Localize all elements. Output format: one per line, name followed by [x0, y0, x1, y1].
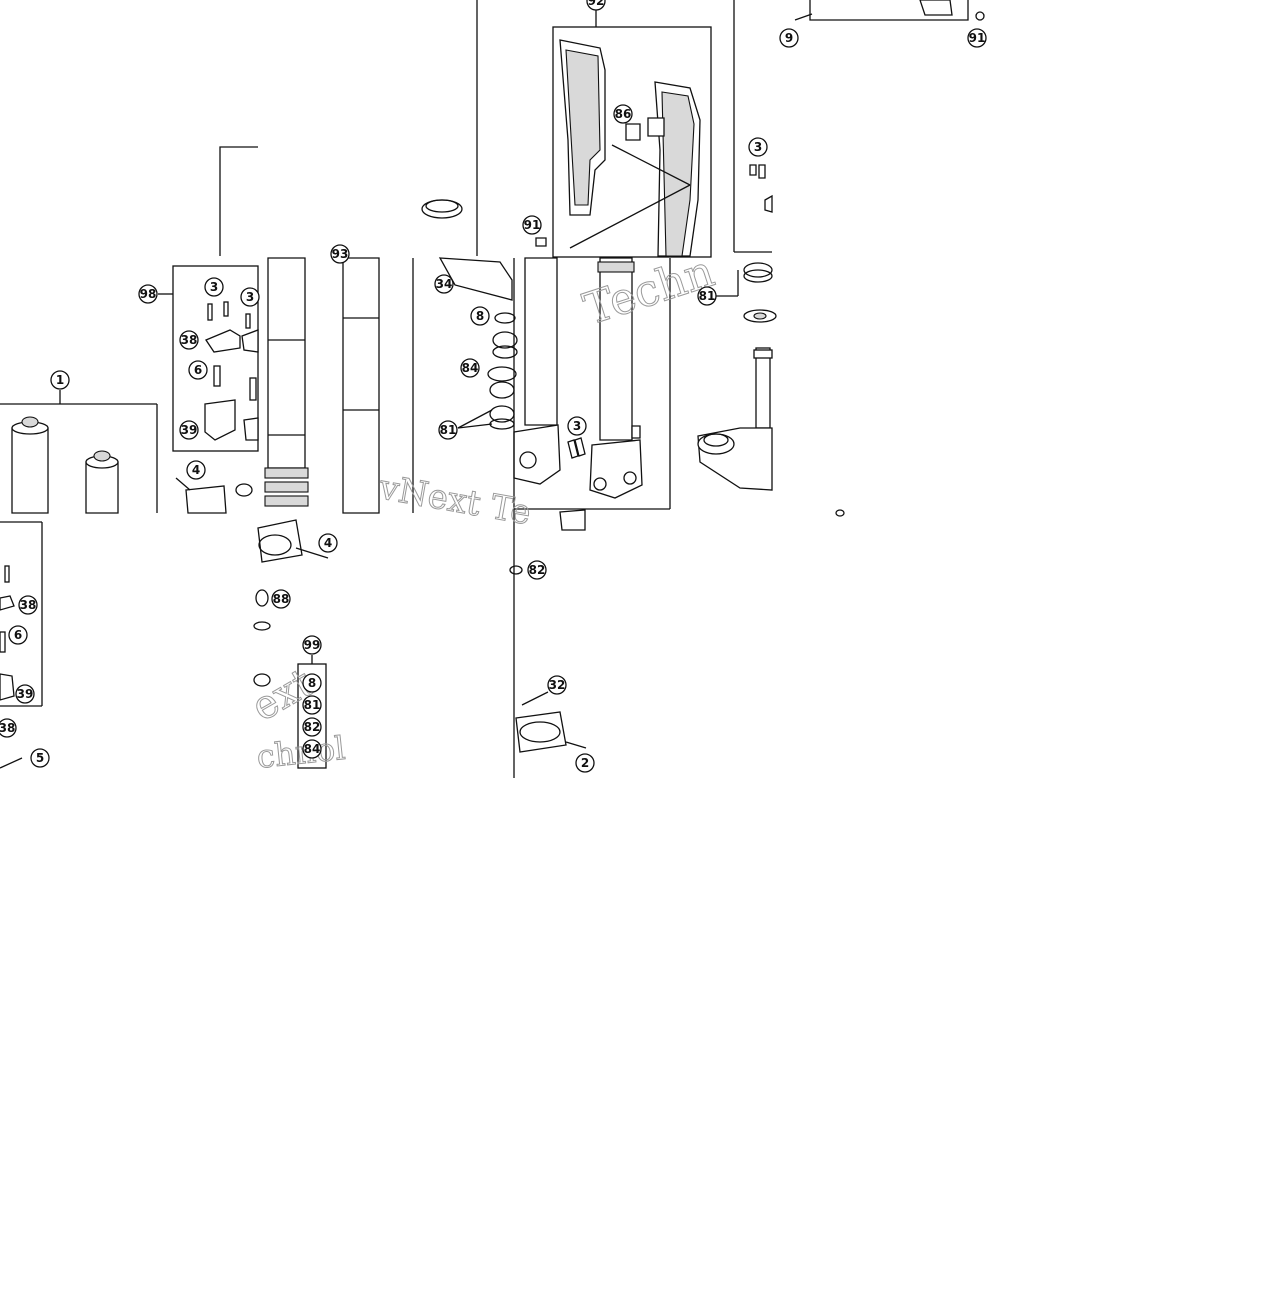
fork-guard-panel [476, 0, 712, 258]
svg-text:84: 84 [462, 361, 479, 375]
callout-32: 32 [547, 675, 567, 695]
svg-text:91: 91 [524, 218, 541, 232]
callout-38: 38 [179, 330, 199, 350]
svg-text:6: 6 [14, 628, 22, 642]
clamp-kit-panel [158, 146, 259, 452]
callout-82: 82 [527, 560, 547, 580]
svg-text:82: 82 [304, 720, 321, 734]
svg-text:88: 88 [273, 592, 290, 606]
seal-rings-stack [457, 312, 518, 430]
lower-clamp-kit-panel [0, 521, 43, 769]
watermark-text-1: vNext Te [375, 467, 533, 533]
svg-text:84: 84 [304, 742, 321, 756]
callout-91: 91 [522, 215, 542, 235]
callout-3: 3 [240, 287, 260, 307]
callout-84: 84 [302, 739, 322, 759]
callout-86: 86 [613, 104, 633, 124]
callout-3: 3 [204, 277, 224, 297]
svg-text:39: 39 [181, 423, 198, 437]
callout-2: 2 [575, 753, 595, 773]
callout-81: 81 [697, 286, 717, 306]
callout-91: 91 [967, 28, 987, 48]
fork-tubes [264, 257, 513, 514]
callout-8: 8 [302, 673, 322, 693]
callout-99: 99 [302, 635, 322, 655]
svg-text:99: 99 [304, 638, 321, 652]
svg-text:4: 4 [324, 536, 332, 550]
svg-text:34: 34 [436, 277, 453, 291]
callout-39: 39 [179, 420, 199, 440]
svg-text:6: 6 [194, 363, 202, 377]
svg-text:3: 3 [210, 280, 218, 294]
callout-3: 3 [748, 137, 768, 157]
svg-text:4: 4 [192, 463, 200, 477]
svg-text:8: 8 [476, 309, 484, 323]
seal-ring-top [421, 199, 463, 219]
callout-8: 8 [470, 306, 490, 326]
svg-text:8: 8 [308, 676, 316, 690]
svg-text:1: 1 [56, 373, 64, 387]
lower-clamp-parts [253, 258, 515, 778]
callout-6: 6 [188, 360, 208, 380]
callout-84: 84 [460, 358, 480, 378]
watermark-text-4: chnol [255, 729, 347, 776]
callout-39: 39 [15, 684, 35, 704]
svg-text:38: 38 [181, 333, 198, 347]
svg-text:81: 81 [699, 289, 716, 303]
svg-text:92: 92 [588, 0, 605, 8]
callout-9: 9 [779, 28, 799, 48]
svg-text:2: 2 [581, 756, 589, 770]
svg-text:3: 3 [573, 419, 581, 433]
svg-text:91: 91 [969, 31, 986, 45]
svg-text:38: 38 [20, 598, 37, 612]
bottom-clamp-parts [509, 509, 845, 753]
svg-text:32: 32 [549, 678, 566, 692]
svg-text:39: 39 [17, 687, 34, 701]
svg-text:86: 86 [615, 107, 632, 121]
svg-text:5: 5 [36, 751, 44, 765]
callout-1: 1 [50, 370, 70, 390]
svg-text:81: 81 [304, 698, 321, 712]
fork-legs-panel [513, 257, 671, 510]
callout-88: 88 [271, 589, 291, 609]
callouts: 92 9 91 86 91 3 98 3 3 38 6 39 1 4 93 34… [0, 0, 987, 773]
callout-3: 3 [567, 416, 587, 436]
callout-5: 5 [30, 748, 50, 768]
callout-6: 6 [8, 625, 28, 645]
callout-4: 4 [318, 533, 338, 553]
callout-93: 93 [330, 244, 350, 264]
svg-text:38: 38 [0, 721, 15, 735]
svg-text:3: 3 [246, 290, 254, 304]
svg-text:9: 9 [785, 31, 793, 45]
callout-34: 34 [434, 274, 454, 294]
svg-text:3: 3 [754, 140, 762, 154]
callout-92: 92 [586, 0, 606, 11]
fork-assembly-panel [0, 390, 253, 514]
callout-38: 38 [18, 595, 38, 615]
callout-98: 98 [138, 284, 158, 304]
svg-text:93: 93 [332, 247, 349, 261]
svg-text:82: 82 [529, 563, 546, 577]
svg-text:81: 81 [440, 423, 457, 437]
callout-81: 81 [438, 420, 458, 440]
callout-81: 81 [302, 695, 322, 715]
triple-clamp-top-panel [733, 0, 985, 253]
svg-text:98: 98 [140, 287, 157, 301]
callout-38: 38 [0, 718, 17, 738]
callout-4: 4 [186, 460, 206, 480]
steering-stem [697, 262, 777, 491]
callout-82: 82 [302, 717, 322, 737]
